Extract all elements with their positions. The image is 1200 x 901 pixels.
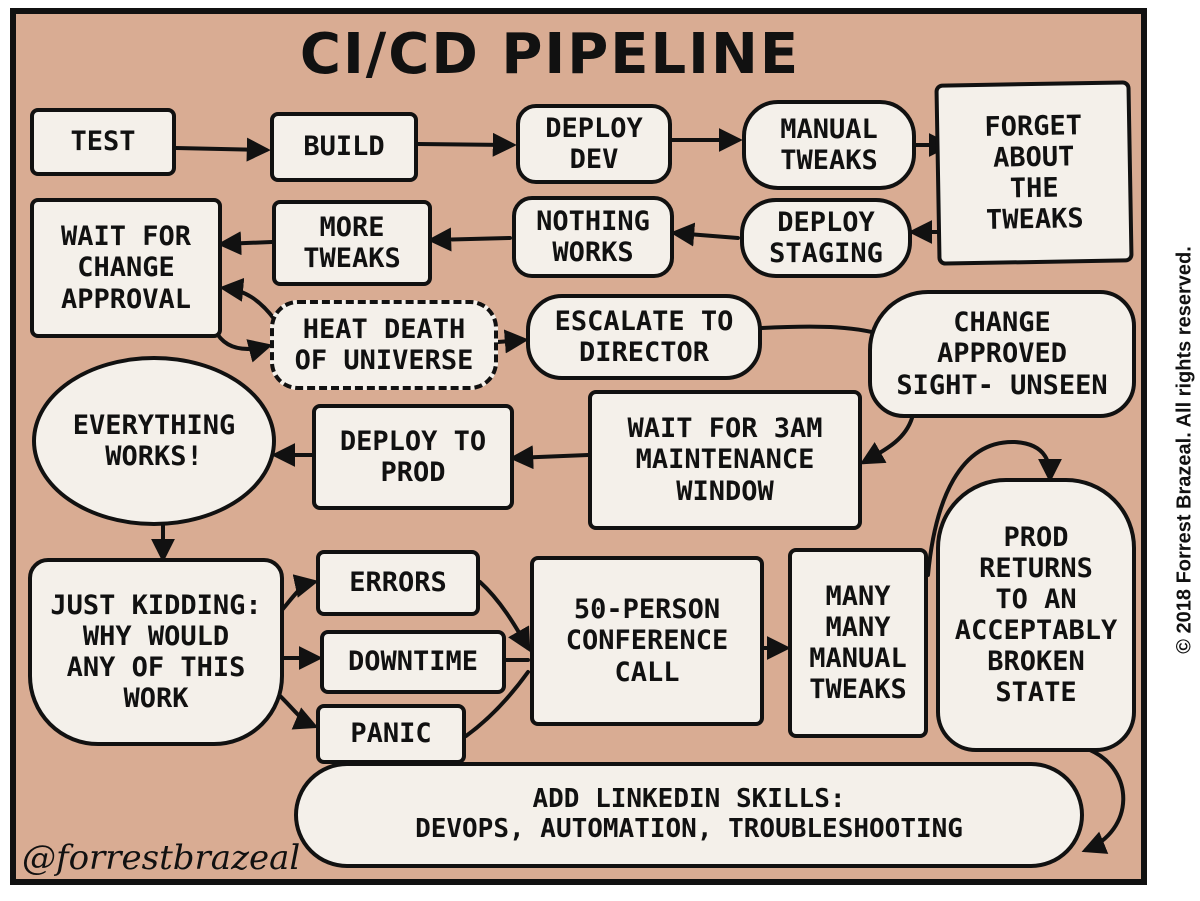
node-errors: ERRORS [316,550,480,616]
node-test: TEST [30,108,176,176]
node-wait-change-approval: WAIT FOR CHANGE APPROVAL [30,198,222,338]
node-escalate-to-director: ESCALATE TO DIRECTOR [526,294,762,380]
node-everything-works: EVERYTHING WORKS! [32,356,276,526]
node-heat-death-of-universe: HEAT DEATH OF UNIVERSE [270,300,498,390]
node-more-tweaks: MORE TWEAKS [272,200,432,286]
node-prod-returns: PROD RETURNS TO AN ACCEPTABLY BROKEN STA… [936,478,1136,752]
node-nothing-works: NOTHING WORKS [512,196,674,278]
node-deploy-to-prod: DEPLOY TO PROD [312,404,514,510]
node-forget-about-tweaks: FORGET ABOUT THE TWEAKS [934,80,1134,266]
node-add-linkedin-skills: ADD LINKEDIN SKILLS: DEVOPS, AUTOMATION,… [294,762,1084,868]
node-50-person-conference-call: 50-PERSON CONFERENCE CALL [530,556,764,726]
node-manual-tweaks: MANUAL TWEAKS [742,100,916,190]
node-many-many-manual-tweaks: MANY MANY MANUAL TWEAKS [788,548,928,738]
node-panic: PANIC [316,704,466,764]
copyright-notice: © 2018 Forrest Brazeal. All rights reser… [1173,246,1196,654]
node-build: BUILD [270,112,418,182]
node-wait-for-3am: WAIT FOR 3AM MAINTENANCE WINDOW [588,390,862,530]
node-just-kidding: JUST KIDDING: WHY WOULD ANY OF THIS WORK [28,558,284,746]
node-deploy-dev: DEPLOY DEV [516,104,672,184]
artist-signature: @forrestbrazeal [22,838,301,878]
node-change-approved: CHANGE APPROVED SIGHT- UNSEEN [868,290,1136,418]
page-title: CI/CD PIPELINE [299,22,801,87]
node-deploy-staging: DEPLOY STAGING [740,198,912,278]
node-downtime: DOWNTIME [320,630,506,694]
